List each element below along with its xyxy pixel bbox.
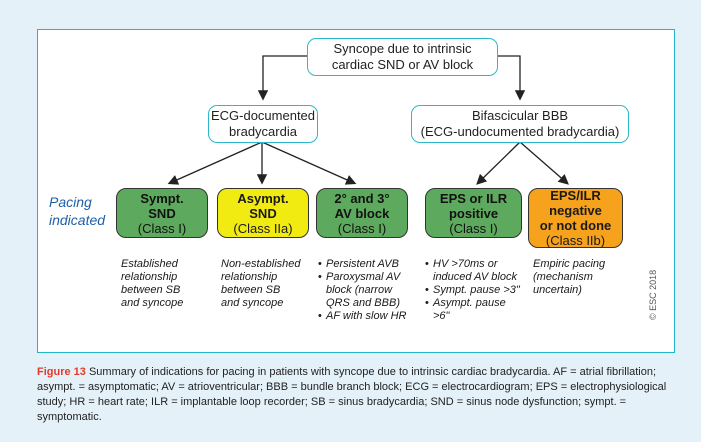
note-asympt-snd-line-2: relationship	[221, 271, 278, 283]
note-eps-negative: Empiric pacing (mechanism uncertain)	[533, 258, 625, 297]
ecg-documented-line-1: ECG-documented	[210, 108, 316, 123]
note-asympt-snd-line-1: Non-established	[221, 258, 301, 270]
outcome-eps-positive-class: (Class I)	[449, 220, 498, 236]
copyright-notice: © ESC 2018	[648, 269, 658, 320]
pacing-line-2: indicated	[49, 212, 106, 228]
note-av-block-item-2: Paroxysmal AV block (narrow QRS and BBB)	[318, 271, 412, 310]
pacing-line-1: Pacing	[49, 194, 92, 210]
outcome-eps-negative-class: (Class IIb)	[545, 233, 606, 248]
root-line-2: cardiac SND or AV block	[331, 57, 474, 72]
note-av-block-item-3: AF with slow HR	[318, 310, 412, 323]
outcome-eps-negative-line-1: EPS/ILR	[550, 188, 601, 203]
outcome-asympt-snd: Asympt. SND (Class IIa)	[217, 188, 309, 238]
outcome-asympt-snd-class: (Class IIa)	[233, 220, 293, 236]
ecg-documented-line-2: bradycardia	[229, 124, 297, 139]
figure-caption-text: Summary of indications for pacing in pat…	[37, 366, 667, 423]
outcome-eps-positive-line-1: EPS or ILR	[439, 190, 508, 206]
outcome-av-block-class: (Class I)	[337, 220, 387, 236]
note-sympt-snd-line-1: Established	[121, 258, 178, 270]
outcome-eps-negative: EPS/ILR negative or not done (Class IIb)	[528, 188, 623, 248]
pacing-indicated-label: Pacing indicated	[49, 193, 105, 229]
note-asympt-snd: Non-established relationship between SB …	[221, 258, 316, 310]
note-eps-positive-item-1: HV >70ms or induced AV block	[425, 258, 525, 284]
note-asympt-snd-line-3: between SB	[221, 284, 281, 296]
note-eps-negative-line-3: uncertain)	[533, 284, 582, 296]
outcome-eps-positive: EPS or ILR positive (Class I)	[425, 188, 522, 238]
outcome-av-block: 2° and 3° AV block (Class I)	[316, 188, 408, 238]
bifascicular-bbb-node: Bifascicular BBB (ECG-undocumented brady…	[411, 105, 629, 143]
outcome-av-block-line-2: AV block	[334, 205, 390, 221]
outcome-asympt-snd-line-2: SND	[249, 205, 277, 221]
note-eps-positive-item-2: Sympt. pause >3"	[425, 284, 525, 297]
root-line-1: Syncope due to intrinsic	[333, 41, 472, 56]
outcome-av-block-line-1: 2° and 3°	[334, 190, 390, 206]
note-sympt-snd-line-3: between SB	[121, 284, 181, 296]
note-av-block-item-1: Persistent AVB	[318, 258, 412, 271]
root-node: Syncope due to intrinsic cardiac SND or …	[307, 38, 498, 76]
note-eps-positive: HV >70ms or induced AV block Sympt. paus…	[425, 258, 525, 323]
outcome-eps-positive-line-2: positive	[448, 205, 499, 221]
outcome-sympt-snd-line-1: Sympt.	[140, 190, 184, 206]
note-asympt-snd-line-4: and syncope	[221, 297, 284, 309]
note-eps-negative-line-1: Empiric pacing	[533, 258, 606, 270]
note-av-block: Persistent AVB Paroxysmal AV block (narr…	[318, 258, 412, 323]
figure-caption-label: Figure 13	[37, 366, 86, 378]
note-sympt-snd-line-2: relationship	[121, 271, 178, 283]
figure-caption: Figure 13 Summary of indications for pac…	[37, 365, 677, 425]
outcome-asympt-snd-line-1: Asympt.	[237, 190, 289, 206]
outcome-sympt-snd-class: (Class I)	[137, 220, 187, 236]
bifascicular-line-2: (ECG-undocumented bradycardia)	[420, 124, 620, 139]
outcome-eps-negative-line-2: negative	[549, 203, 602, 218]
note-sympt-snd-line-4: and syncope	[121, 297, 184, 309]
outcome-eps-negative-line-3: or not done	[539, 218, 612, 233]
note-eps-negative-line-2: (mechanism	[533, 271, 593, 283]
note-eps-positive-item-3: Asympt. pause >6"	[425, 297, 525, 323]
outcome-sympt-snd-line-2: SND	[148, 205, 176, 221]
bifascicular-line-1: Bifascicular BBB	[471, 108, 569, 123]
note-sympt-snd: Established relationship between SB and …	[121, 258, 211, 310]
ecg-documented-node: ECG-documented bradycardia	[208, 105, 318, 143]
outcome-sympt-snd: Sympt. SND (Class I)	[116, 188, 208, 238]
